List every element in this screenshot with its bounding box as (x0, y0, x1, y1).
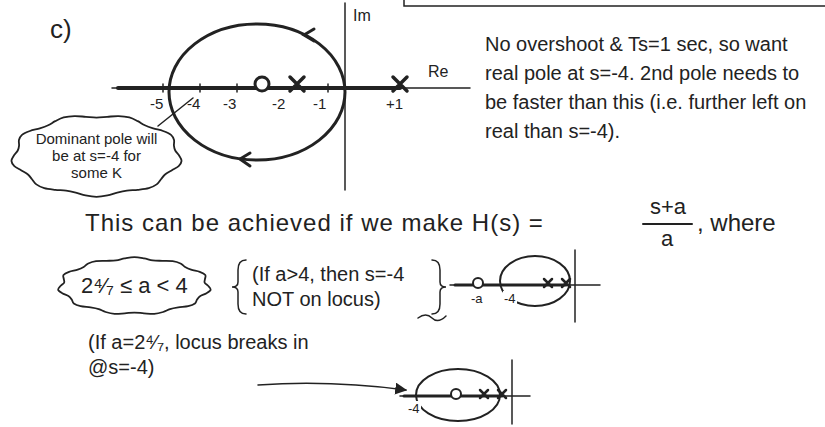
note-text: This can be achieved if we make H(s) = (85, 209, 544, 238)
note-text: (If a=2⁴⁄₇, locus breaks in @s=-4) (88, 330, 328, 380)
pole-symbol (498, 390, 506, 398)
tick-label: -1 (313, 95, 326, 113)
pole-symbol (544, 279, 552, 287)
locus-circle (500, 256, 570, 306)
tick-label: -3 (223, 95, 236, 113)
direction-arrow (304, 29, 314, 41)
axis-label: Re (428, 62, 448, 81)
curly-brace (432, 260, 446, 314)
note-text: (If a>4, then s=-4 NOT on locus) (252, 262, 432, 312)
pole-symbol (480, 390, 488, 398)
bubble-outline-path (11, 116, 181, 197)
tick-label: -4 (407, 401, 421, 417)
bubble-text: 2⁴⁄₇ ≤ a < 4 (81, 273, 188, 299)
tick-label: -2 (272, 95, 285, 113)
box-edge (404, 0, 825, 6)
pole-symbol (562, 279, 570, 287)
callout-bubble: Dominant pole will be at s=-4 for some K (8, 112, 185, 199)
zero-symbol (451, 389, 461, 399)
note-text: No overshoot & Ts=1 sec, so want real po… (485, 30, 815, 146)
real-axis (400, 395, 530, 397)
tick-label: -a (470, 291, 484, 307)
cloud-bubble: 2⁴⁄₇ ≤ a < 4 (55, 255, 214, 317)
locus-circle (416, 369, 500, 421)
locus-circle (169, 24, 345, 160)
imaginary-axis (574, 250, 576, 322)
direction-arrow (240, 153, 250, 166)
pole-symbol (393, 77, 407, 91)
tick-label: -5 (150, 95, 163, 113)
tick-label: -4 (187, 95, 200, 113)
imaginary-axis (511, 360, 513, 424)
note-text: , where (697, 209, 776, 238)
zero-symbol (255, 77, 269, 91)
tick-label: +1 (386, 95, 403, 113)
part-label: c) (50, 14, 72, 45)
fraction-denominator: a (661, 226, 673, 252)
squiggle-pointer (418, 315, 446, 321)
bubble-text: Dominant pole will be at s=-4 for some K (34, 130, 159, 181)
tick-label: -4 (503, 291, 517, 307)
fraction-numerator: s+a (650, 194, 686, 220)
axis-label: Im (353, 6, 371, 25)
bubble-outline-path (58, 257, 211, 314)
pole-symbol (290, 77, 304, 91)
curly-brace (232, 260, 246, 314)
fraction-bar (643, 223, 692, 225)
pointer-arrow (258, 383, 406, 390)
zero-symbol (473, 278, 483, 288)
